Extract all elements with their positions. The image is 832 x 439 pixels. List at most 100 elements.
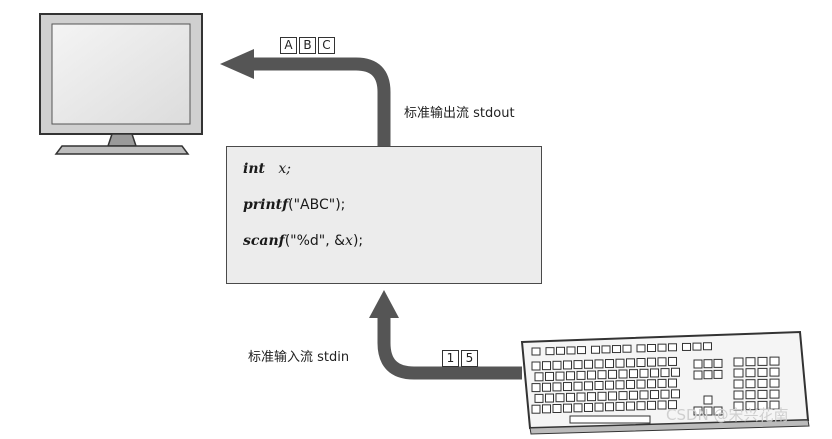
keyboard-key	[668, 400, 677, 410]
keyboard-key	[636, 401, 646, 411]
keyboard-key	[584, 359, 593, 369]
keyboard-key	[531, 383, 541, 393]
keyboard-key	[576, 370, 586, 380]
keyboard-key	[703, 359, 713, 369]
keyboard-key	[531, 361, 541, 371]
keyboard-key	[566, 392, 575, 402]
keyboard-key	[612, 345, 621, 354]
keyboard-key	[668, 356, 677, 366]
keyboard-key	[657, 343, 667, 352]
keyboard-key	[573, 403, 583, 413]
code-func-printf: printf	[243, 197, 289, 213]
keyboard-key	[531, 404, 541, 414]
keyboard-key	[563, 403, 572, 413]
keyboard-key	[629, 390, 638, 400]
code-line-printf: printf("ABC");	[243, 197, 345, 213]
keyboard-key	[542, 404, 551, 414]
keyboard-key	[569, 415, 651, 424]
keyboard-icon	[520, 330, 810, 435]
code-panel: int x; printf("ABC"); scanf("%d", &x);	[226, 146, 542, 284]
code-keyword-int: int	[243, 161, 265, 177]
keyboard-key	[605, 402, 614, 412]
code-scanf-var: x	[345, 233, 353, 249]
keyboard-key	[597, 370, 607, 380]
keyboard-key	[668, 378, 677, 388]
keyboard-key	[733, 401, 744, 411]
keyboard-key	[545, 347, 555, 356]
keyboard-key	[594, 402, 604, 412]
keyboard-key	[566, 371, 575, 381]
stdin-label: 标准输入流 stdin	[248, 350, 350, 365]
keyboard-key	[545, 371, 554, 381]
keyboard-key	[601, 345, 611, 354]
keyboard-key	[577, 346, 586, 355]
keyboard-key	[660, 368, 670, 378]
keyboard-key	[556, 346, 565, 355]
keyboard-key	[636, 379, 646, 389]
stdout-char: C	[318, 37, 335, 54]
keyboard-key	[733, 379, 744, 389]
keyboard-key	[594, 381, 604, 390]
keyboard-key	[693, 359, 703, 369]
keyboard-key	[555, 371, 565, 381]
keyboard-key	[618, 391, 628, 401]
keyboard-key	[534, 372, 544, 382]
keyboard-key	[769, 400, 780, 410]
keyboard-key	[587, 370, 596, 380]
keyboard-key	[703, 395, 713, 405]
keyboard-key	[545, 393, 554, 403]
keyboard-key	[542, 382, 551, 392]
keyboard-key	[626, 401, 635, 411]
code-line-scanf: scanf("%d", &x);	[243, 233, 363, 249]
keyboard-key	[566, 346, 576, 355]
keyboard-key	[757, 356, 768, 366]
keyboard-key	[682, 342, 691, 351]
keyboard-key	[573, 381, 583, 391]
keyboard-key	[647, 357, 656, 367]
keyboard-key	[605, 380, 614, 390]
keyboard-key	[552, 360, 562, 370]
keyboard-key	[563, 382, 572, 392]
keyboard-key	[657, 378, 667, 388]
stdout-chars: A B C	[280, 37, 337, 54]
keyboard-key	[552, 404, 562, 413]
keyboard-key	[573, 360, 583, 370]
monitor-icon	[39, 13, 203, 155]
code-func-scanf: scanf	[243, 233, 285, 249]
keyboard-key	[576, 392, 586, 402]
keyboard-key	[597, 391, 607, 401]
keyboard-key	[594, 359, 604, 369]
keyboard-key	[584, 402, 593, 412]
keyboard-key	[608, 369, 617, 379]
keyboard-key	[563, 360, 572, 370]
keyboard-key	[552, 382, 562, 392]
keyboard-key	[657, 357, 667, 367]
keyboard-key	[534, 393, 544, 403]
keyboard-key	[650, 390, 659, 400]
keyboard-key	[647, 344, 656, 352]
watermark: CSDN @宋兴花南	[666, 406, 789, 424]
keyboard-key	[692, 342, 702, 351]
keyboard-key	[757, 367, 768, 377]
keyboard-key	[713, 358, 723, 368]
keyboard-key	[615, 358, 625, 368]
keyboard-key	[703, 406, 713, 416]
keyboard-key	[584, 381, 593, 391]
keyboard-key	[745, 379, 756, 389]
keyboard-key	[615, 380, 625, 390]
keyboard-key	[629, 369, 638, 379]
keyboard-key	[608, 391, 617, 401]
stdin-arrow	[369, 290, 522, 380]
keyboard-key	[733, 357, 744, 367]
stdout-char: A	[280, 37, 297, 54]
keyboard-key	[745, 357, 756, 367]
keyboard-key	[703, 370, 713, 380]
keyboard-key	[671, 389, 680, 399]
code-printf-args: ("ABC");	[288, 197, 346, 213]
keyboard-key	[555, 393, 565, 403]
keyboard-key	[650, 368, 659, 378]
keyboard-key	[745, 368, 756, 378]
keyboard-key	[757, 389, 768, 399]
code-scanf-args-pre: ("%d", &	[284, 233, 346, 249]
